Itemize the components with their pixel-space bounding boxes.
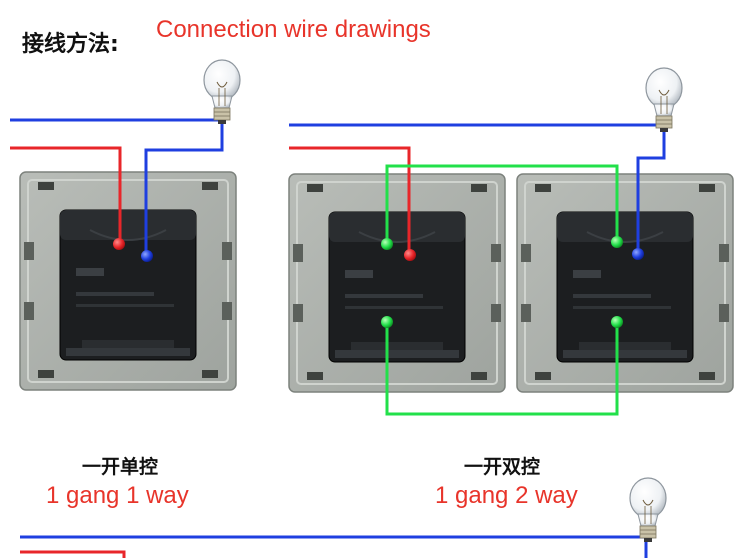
terminal-red — [113, 238, 125, 250]
title-chinese: 接线方法: — [22, 32, 119, 57]
terminal-green — [381, 316, 393, 328]
diagram-bottom-partial — [20, 477, 667, 558]
terminal-green — [381, 238, 393, 250]
load-wire-1 — [144, 120, 224, 255]
label-one-way-chinese: 一开单控 — [82, 456, 159, 478]
label-one-way-english: 1 gang 1 way — [46, 482, 189, 509]
light-bulb-icon — [203, 59, 241, 125]
terminal-blue — [632, 248, 644, 260]
traveler-wire-top — [385, 164, 619, 244]
switch-module-right — [516, 173, 734, 393]
title-english: Connection wire drawings — [156, 16, 431, 43]
diagram-one-way — [10, 59, 241, 391]
traveler-wire-bottom — [385, 322, 619, 416]
live-wire-1 — [10, 146, 122, 242]
terminal-green — [611, 316, 623, 328]
terminal-green — [611, 236, 623, 248]
diagram-two-way — [288, 67, 734, 416]
switch-module-left — [19, 171, 237, 391]
terminal-red — [404, 249, 416, 261]
light-bulb-icon — [629, 477, 667, 543]
live-wire-3 — [20, 550, 126, 558]
live-wire-2 — [289, 146, 411, 252]
load-wire-2 — [636, 130, 666, 252]
label-two-way-chinese: 一开双控 — [464, 456, 541, 478]
label-two-way-english: 1 gang 2 way — [435, 482, 578, 509]
light-bulb-icon — [645, 67, 683, 133]
terminal-blue — [141, 250, 153, 262]
switch-module-middle — [288, 173, 506, 393]
